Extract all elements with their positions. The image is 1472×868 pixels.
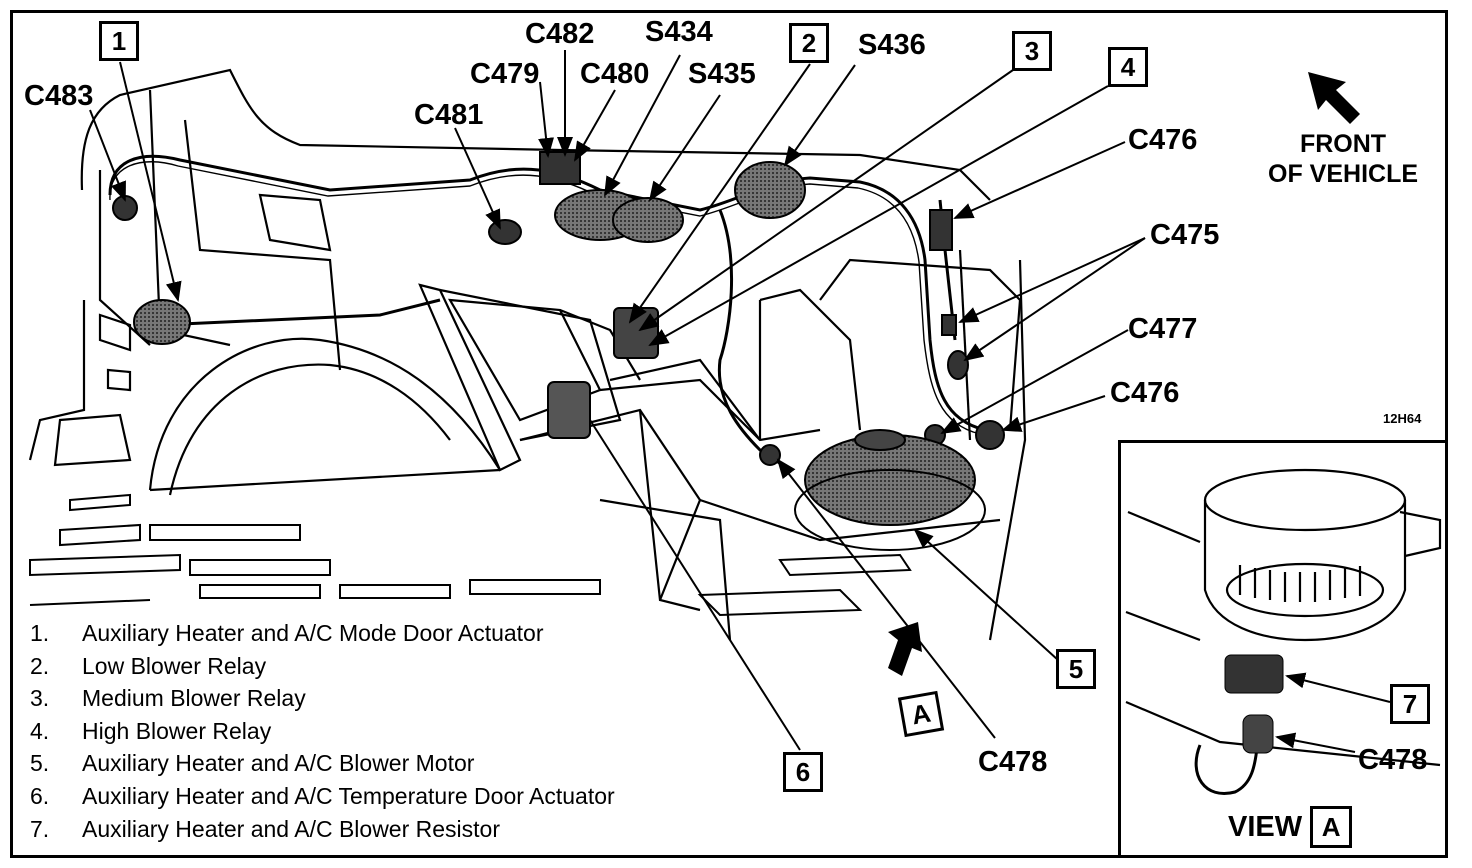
item-box-6: 6: [783, 752, 823, 792]
wheel-well: [53, 337, 501, 496]
connector-c478: [759, 444, 781, 466]
callout-c480: C480: [580, 58, 650, 90]
callout-c476-top: C476: [1128, 124, 1198, 156]
callout-c475: C475: [1150, 219, 1220, 251]
heater-module: [447, 298, 821, 641]
callout-c481: C481: [414, 99, 484, 131]
legend-num: 3.: [30, 685, 50, 712]
legend-text: Low Blower Relay: [82, 652, 267, 679]
item-box-5: 5: [1056, 649, 1096, 689]
front-of-vehicle-label: FRONT OF VEHICLE: [1268, 130, 1418, 189]
legend-num: 5.: [30, 750, 50, 777]
legend-item: 6. Auxiliary Heater and A/C Temperature D…: [30, 780, 615, 813]
connector-c476-bottom: [975, 420, 1005, 450]
diagram-border: [10, 10, 1448, 858]
item-box-3: 3: [1012, 31, 1052, 71]
view-label: VIEW: [1228, 810, 1303, 843]
legend-item: 3. Medium Blower Relay: [30, 682, 615, 715]
inset-connector-c478: [1242, 714, 1274, 754]
connector-c475-b: [947, 350, 969, 380]
callout-c478-main: C478: [978, 746, 1048, 778]
callout-s435: S435: [688, 58, 756, 90]
body-structure: [28, 68, 1027, 641]
blower-resistor: [1224, 654, 1284, 694]
item-box-2: 2: [789, 23, 829, 63]
view-a-caption: VIEW A: [1228, 806, 1353, 848]
callout-c483: C483: [24, 80, 94, 112]
legend-item: 4. High Blower Relay: [30, 715, 615, 748]
view-a-inset: [1118, 440, 1448, 858]
callout-c482: C482: [525, 18, 595, 50]
front-of-vehicle-arrow: [1308, 72, 1360, 124]
legend-num: 6.: [30, 782, 50, 809]
item-box-7: 7: [1390, 684, 1430, 724]
legend-text: Auxiliary Heater and A/C Blower Motor: [82, 750, 475, 777]
callout-c478-view: C478: [1358, 744, 1428, 776]
callout-c477: C477: [1128, 313, 1198, 345]
floor-grooves: [29, 493, 912, 617]
legend-num: 2.: [30, 652, 50, 679]
legend-text: Auxiliary Heater and A/C Temperature Doo…: [82, 782, 615, 809]
legend-num: 1.: [30, 620, 50, 646]
front-of-vehicle-line-1: FRONT: [1299, 130, 1387, 158]
component-legend: 1. Auxiliary Heater and A/C Mode Door Act…: [30, 617, 615, 845]
callout-c476-bottom: C476: [1110, 377, 1180, 409]
item-box-4: 4: [1108, 47, 1148, 87]
figure-code: 12H64: [1383, 411, 1422, 426]
splice-s436: [734, 161, 806, 219]
legend-num: 4.: [30, 717, 50, 744]
view-label-box: A: [1310, 806, 1353, 848]
legend-item: 2. Low Blower Relay: [30, 650, 615, 683]
legend-item: 5. Auxiliary Heater and A/C Blower Motor: [30, 747, 615, 780]
legend-num: 7.: [30, 815, 50, 842]
callout-s436: S436: [858, 29, 926, 61]
legend-text: High Blower Relay: [82, 717, 272, 744]
splice-s435: [612, 197, 684, 243]
leader-lines: [89, 50, 1391, 751]
temperature-door-actuator: [547, 381, 591, 439]
front-of-vehicle-line-2: OF VEHICLE: [1268, 159, 1419, 188]
mode-door-actuator: [133, 299, 191, 345]
legend-text: Medium Blower Relay: [82, 685, 306, 712]
legend-item: 1. Auxiliary Heater and A/C Mode Door Act…: [30, 617, 615, 650]
view-a-arrow: [888, 622, 922, 676]
callout-c479: C479: [470, 58, 540, 90]
item-box-1: 1: [99, 21, 139, 61]
components: [112, 151, 1005, 551]
legend-text: Auxiliary Heater and A/C Mode Door Actua…: [82, 620, 544, 646]
connector-c476-top: [929, 209, 953, 251]
legend-item: 7. Auxiliary Heater and A/C Blower Resist…: [30, 813, 615, 846]
connector-c475-a: [941, 314, 957, 336]
legend-text: Auxiliary Heater and A/C Blower Resistor: [82, 815, 500, 842]
callout-s434: S434: [645, 16, 713, 48]
